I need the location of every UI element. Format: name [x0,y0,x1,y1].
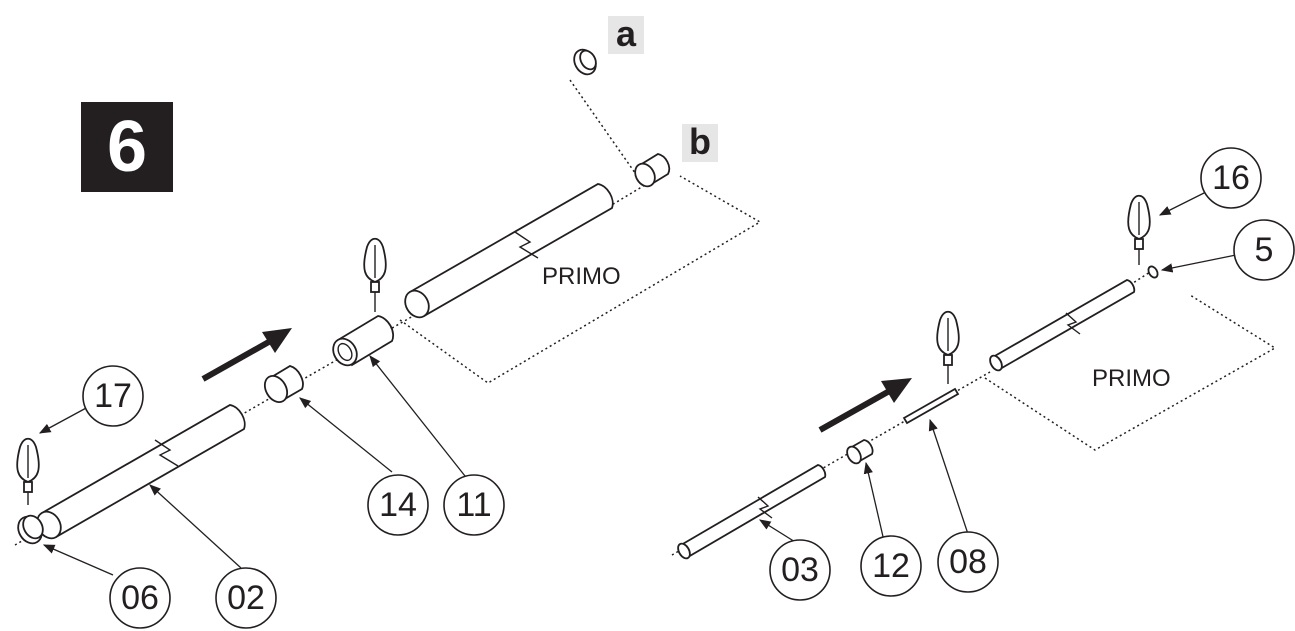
tube-02 [36,404,246,540]
callout-08: 08 [937,531,999,593]
svg-text:06: 06 [121,579,159,617]
washer-5 [1147,265,1159,279]
callout-06: 06 [109,567,171,629]
left-direction-arrow [201,328,292,382]
callout-11: 11 [443,474,505,536]
end-cap-06 [17,514,44,545]
screwdriver-left-icon [16,437,40,505]
right-direction-arrow [818,378,912,433]
svg-text:03: 03 [781,551,819,589]
callout-14: 14 [367,474,429,536]
svg-text:08: 08 [949,543,987,581]
right-assembly: PRIMO 16 5 03 12 [671,147,1295,601]
svg-text:17: 17 [94,377,132,415]
cap-b [634,153,671,188]
svg-text:12: 12 [872,547,910,585]
connector-12 [846,439,874,465]
svg-text:16: 16 [1212,159,1250,197]
right-primo-dashed-outline [984,294,1277,451]
connector-11 [332,315,395,367]
step-number-badge: 6 [81,102,173,192]
screwdriver-right-icon [1127,194,1151,265]
callout-16: 16 [1200,147,1262,209]
tube-03 [677,464,827,560]
svg-text:14: 14 [379,486,417,524]
rod-08 [902,387,960,425]
callout-12: 12 [860,535,922,597]
left-model-label: PRIMO [542,263,621,290]
callout-5: 5 [1233,219,1295,281]
left-primo-dashed-outline [399,79,762,384]
screwdriver-right-middle-icon [936,310,960,384]
callout-03: 03 [769,539,831,601]
tube-upper [404,183,614,319]
svg-text:5: 5 [1255,231,1274,269]
svg-text:02: 02 [227,579,265,617]
connector-14 [263,365,304,404]
svg-text:11: 11 [456,486,491,524]
tube-right-upper [989,279,1136,372]
variant-tag-a: a [608,16,644,54]
cap-a [573,48,597,76]
variant-tag-b: b [682,124,718,162]
screwdriver-middle-icon [363,237,387,312]
right-model-label: PRIMO [1092,365,1171,392]
left-assembly: PRIMO 17 06 02 14 [14,48,762,629]
callout-17: 17 [82,365,144,427]
callout-02: 02 [215,567,277,629]
